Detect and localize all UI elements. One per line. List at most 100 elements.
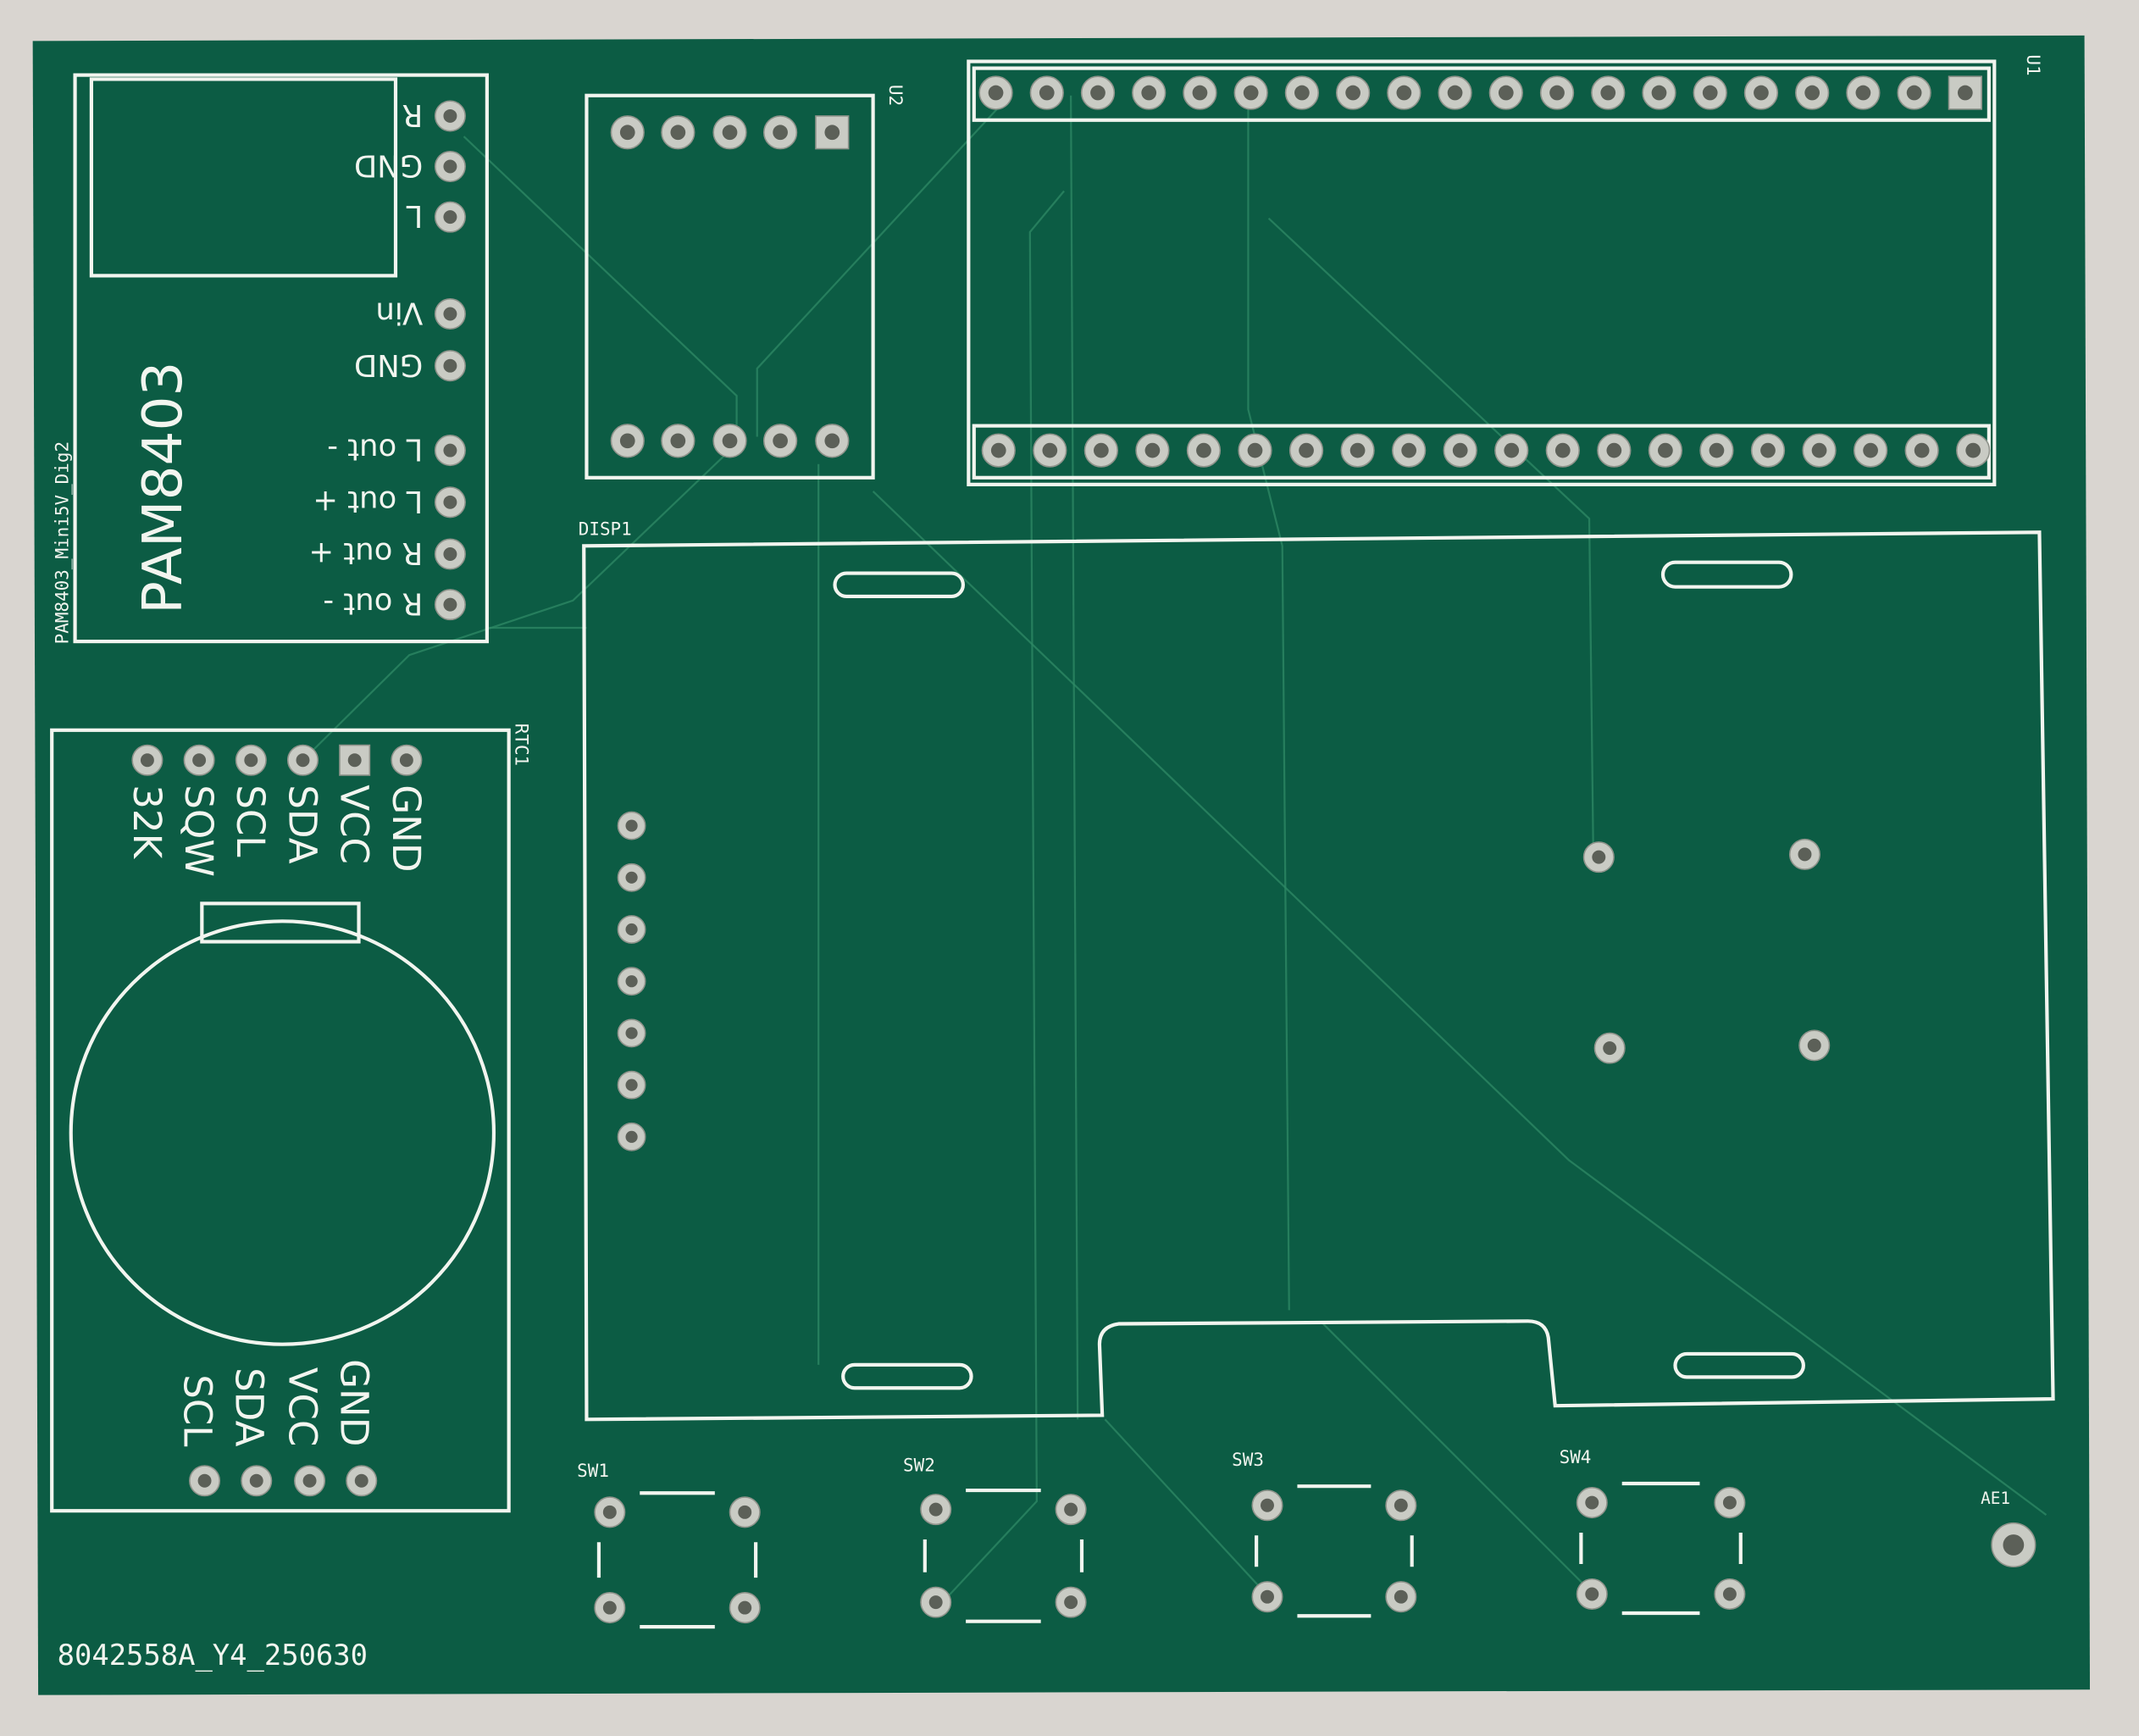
u1-pad <box>1392 433 1427 468</box>
disp1-mount-pad <box>1582 841 1615 874</box>
trace <box>463 136 738 437</box>
rtc1-top-pin-label: 32K <box>125 785 169 859</box>
switch-sw3[interactable]: SW3 <box>1232 1450 1414 1618</box>
drill-hole <box>824 433 840 449</box>
switch-pad <box>920 1494 952 1526</box>
drill-hole <box>738 1600 752 1615</box>
drill-hole <box>1447 85 1463 101</box>
rtc1-pad <box>183 744 215 776</box>
trace <box>1322 1323 1590 1591</box>
u2-pad <box>712 115 747 150</box>
drill-hole <box>197 1473 212 1488</box>
drill-hole <box>1345 85 1360 101</box>
rtc1-top-pin-label: GND <box>384 785 429 872</box>
pam8403-pad <box>434 589 466 621</box>
switch-pad <box>1576 1487 1608 1519</box>
drill-hole <box>1294 85 1310 101</box>
drill-hole <box>296 753 310 768</box>
u2-ref: U2 <box>885 85 906 106</box>
u1-footprint: U1 <box>967 54 2043 486</box>
u1-pad <box>1488 75 1523 110</box>
drill-hole <box>625 1079 638 1091</box>
drill-hole <box>1192 85 1208 101</box>
u1-pad <box>1132 75 1166 110</box>
drill-hole <box>1064 1595 1078 1610</box>
disp1-pad <box>617 1122 646 1151</box>
u2-pad <box>610 424 645 458</box>
disp1-pad <box>617 1070 646 1100</box>
drill-hole <box>443 547 457 561</box>
u1-outline <box>967 59 1997 486</box>
rtc1-top-pin-label: SDA <box>280 785 324 864</box>
drill-hole <box>1394 1589 1408 1604</box>
coin-cell-holder <box>69 919 496 1346</box>
switch-ref: SW1 <box>577 1461 609 1481</box>
switch-sw2[interactable]: SW2 <box>903 1455 1084 1623</box>
switch-pad <box>1385 1489 1417 1522</box>
drill-hole <box>302 1473 317 1488</box>
disp1-pad <box>617 862 646 892</box>
drill-hole <box>443 495 457 509</box>
disp1-slot <box>1660 560 1793 589</box>
drill-hole <box>1863 442 1878 458</box>
rtc1-top-pin-label: SCL <box>228 785 273 857</box>
u1-pad <box>1438 75 1472 110</box>
switch-pad <box>1714 1578 1746 1610</box>
u1-pad <box>978 75 1013 110</box>
pam8403-pad <box>434 538 466 570</box>
pam8403-pad <box>434 486 466 519</box>
u2-pad <box>610 115 645 150</box>
u1-pad <box>1795 75 1830 110</box>
pam8403-pin-label: R out + <box>308 535 423 570</box>
battery-tab <box>200 901 361 944</box>
rtc1-bottom-pin-label: VCC <box>280 1367 324 1447</box>
rtc1-pad <box>294 1465 326 1497</box>
drill-hole <box>1094 442 1109 458</box>
drill-hole <box>1592 850 1606 864</box>
drill-hole <box>443 597 457 612</box>
trace <box>1069 95 1079 1420</box>
drill-hole <box>354 1473 369 1488</box>
drill-hole <box>1722 1495 1737 1510</box>
drill-hole <box>1299 442 1314 458</box>
u1-pad <box>1387 75 1421 110</box>
drill-hole <box>443 307 457 321</box>
drill-hole <box>1247 442 1263 458</box>
rtc1-pad <box>339 744 371 776</box>
u1-pad <box>1648 433 1683 468</box>
switch-sw4[interactable]: SW4 <box>1560 1447 1743 1616</box>
drill-hole <box>1042 442 1058 458</box>
u2-pad <box>661 115 695 150</box>
drill-hole <box>244 753 258 768</box>
rtc1-pad <box>189 1465 221 1497</box>
u1-pad <box>1080 75 1116 110</box>
drill-hole <box>443 159 457 174</box>
rtc1-pad <box>346 1465 378 1497</box>
drill-hole <box>1722 1587 1737 1601</box>
switch-outline <box>923 1488 1084 1623</box>
pam8403-pin-label: GND <box>354 347 423 382</box>
drill-hole <box>928 1595 943 1610</box>
pam8403-pin-label: GND <box>354 148 423 183</box>
u2-footprint: U2 <box>585 85 906 480</box>
drill-hole <box>625 871 638 884</box>
rtc1-outline <box>50 728 511 1513</box>
drill-hole <box>738 1505 752 1519</box>
disp1-mount-pad <box>1593 1032 1626 1064</box>
disp1-pad <box>617 1018 646 1048</box>
drill-hole <box>1349 442 1366 458</box>
drill-hole <box>1606 442 1622 458</box>
switch-sw1[interactable]: SW1 <box>577 1461 758 1629</box>
drill-hole <box>988 85 1004 101</box>
disp1-slot <box>833 571 965 599</box>
switch-pad <box>594 1496 626 1528</box>
switch-pad <box>1714 1487 1746 1519</box>
disp1-outline <box>582 530 2055 1422</box>
u2-pad <box>762 115 798 150</box>
pam8403-pin-label: R <box>402 97 424 132</box>
drill-hole <box>2003 1534 2025 1556</box>
u1-pad <box>1853 433 1888 468</box>
ae1-antenna: AE1 <box>1981 1489 2010 1508</box>
u1-pad <box>1233 75 1268 110</box>
